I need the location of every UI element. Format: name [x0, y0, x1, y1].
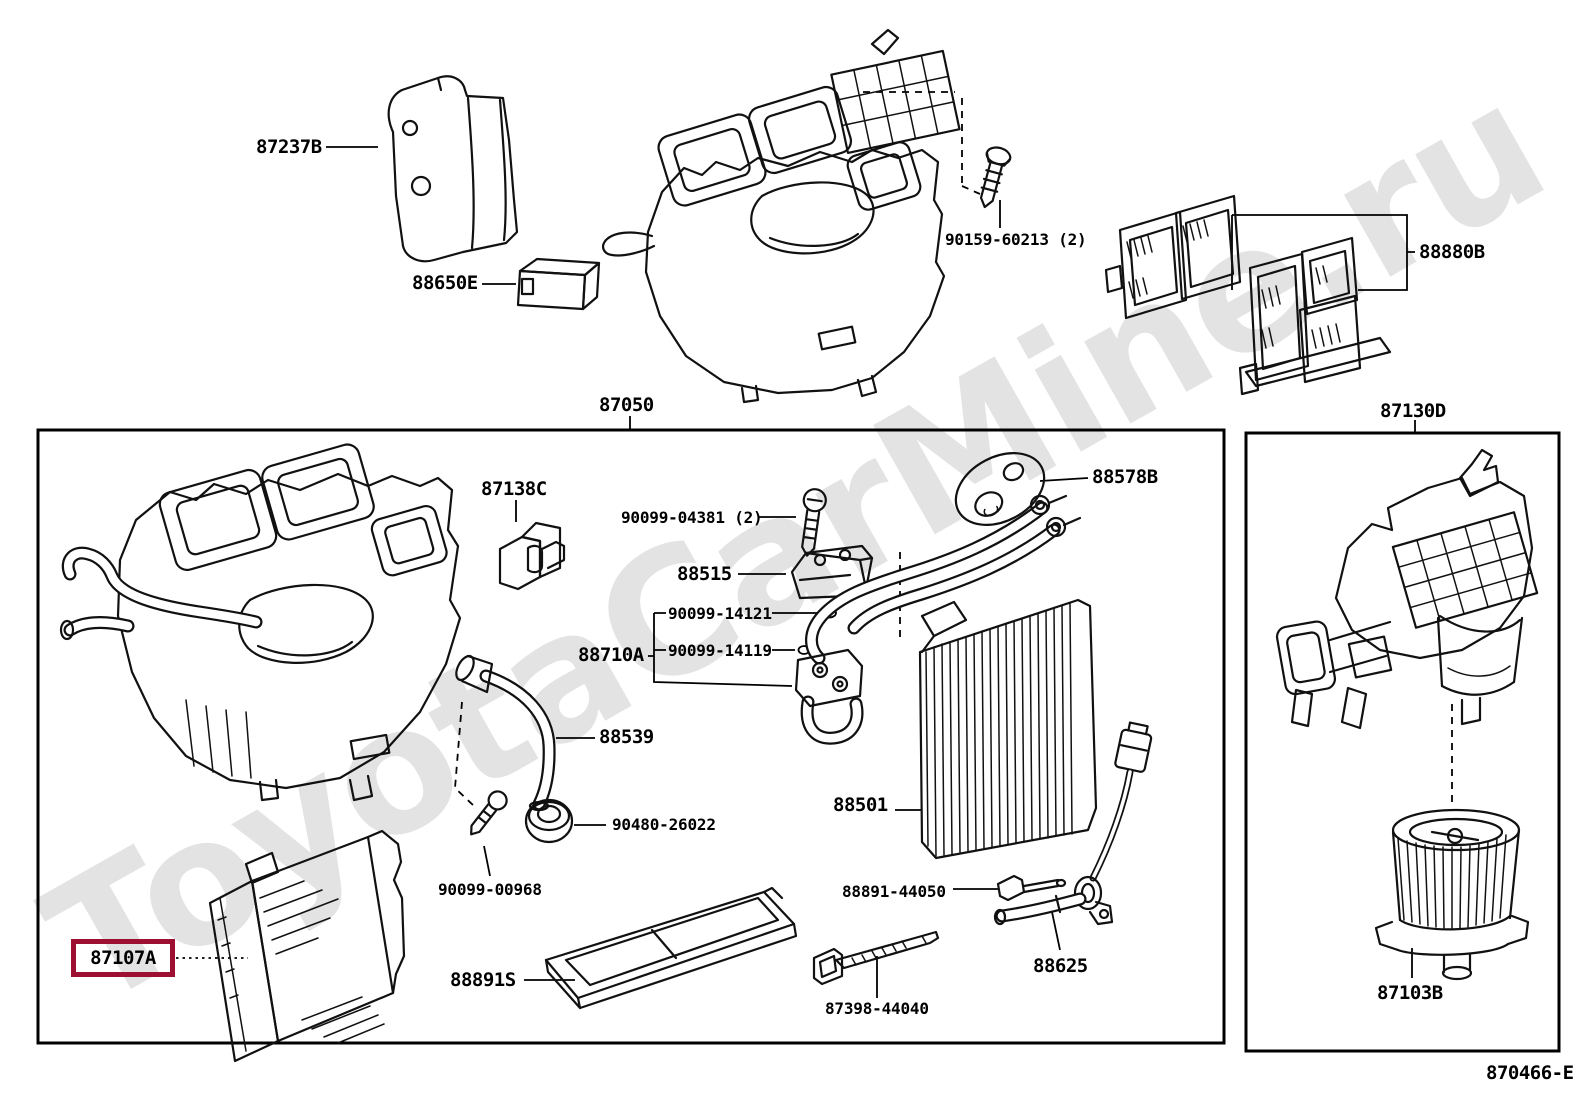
part-label-filters[interactable]: 88880B	[1419, 241, 1485, 263]
filters-drawing	[1104, 194, 1392, 396]
part-label-blower-unit[interactable]: 87130D	[1380, 400, 1446, 422]
part-label-hose[interactable]: 88539	[599, 726, 654, 748]
heater-unit-top-drawing	[602, 28, 961, 404]
thermistor-drawing	[996, 874, 1067, 902]
part-label-evaporator[interactable]: 88501	[833, 794, 888, 816]
screw-low-drawing	[470, 790, 508, 836]
part-label-thermistor[interactable]: 88891-44050	[842, 882, 946, 901]
heater-core-drawing	[208, 829, 406, 1063]
screw-mid-drawing	[801, 488, 827, 557]
hose-drawing	[455, 654, 556, 812]
heater-unit-main-drawing	[59, 443, 462, 802]
part-label-screw-mid[interactable]: 90099-04381 (2)	[621, 508, 763, 527]
screw-top-drawing	[979, 146, 1012, 209]
highlight-box: 87107A	[71, 939, 175, 977]
part-label-oring1[interactable]: 90099-14121	[668, 604, 772, 623]
main-detail-box	[36, 428, 1226, 1045]
part-label-oring2[interactable]: 90099-14119	[668, 641, 772, 660]
tray-drawing	[544, 886, 798, 1010]
part-label-servo[interactable]: 88515	[677, 563, 732, 585]
cover-drawing	[387, 75, 519, 263]
doc-code: 870466-E	[1486, 1062, 1574, 1084]
part-label-tray[interactable]: 88891S	[450, 969, 516, 991]
amplifier-drawing	[516, 257, 601, 311]
tube-drawing	[993, 721, 1153, 926]
part-label-clip[interactable]: 87138C	[481, 478, 547, 500]
part-label-heater-unit[interactable]: 87050	[599, 394, 654, 416]
part-label-tie[interactable]: 87398-44040	[825, 999, 929, 1018]
right-detail-box	[1244, 431, 1561, 1053]
leader-lines	[176, 91, 1453, 998]
evaporator-drawing	[918, 598, 1098, 860]
servo-drawing	[790, 544, 874, 600]
tie-drawing	[812, 930, 940, 986]
grommet-drawing	[524, 798, 574, 844]
part-label-heater-core[interactable]: 87107A	[90, 946, 156, 969]
blower-motor-drawing	[1374, 808, 1530, 981]
blower-unit-drawing	[1275, 448, 1539, 730]
part-label-amplifier[interactable]: 88650E	[412, 272, 478, 294]
part-label-screw-low[interactable]: 90099-00968	[438, 880, 542, 899]
part-label-motor[interactable]: 87103B	[1377, 982, 1443, 1004]
part-label-pipes[interactable]: 88710A	[578, 644, 644, 666]
part-label-tube[interactable]: 88625	[1033, 955, 1088, 977]
part-label-plate[interactable]: 88578B	[1092, 466, 1158, 488]
part-label-cover[interactable]: 87237B	[256, 136, 322, 158]
pipes-drawing	[794, 494, 1082, 745]
part-label-screw-top[interactable]: 90159-60213 (2)	[945, 230, 1087, 249]
grommet-plate-drawing	[954, 452, 1046, 526]
clip-drawing	[498, 521, 566, 591]
part-label-grommet[interactable]: 90480-26022	[612, 815, 716, 834]
